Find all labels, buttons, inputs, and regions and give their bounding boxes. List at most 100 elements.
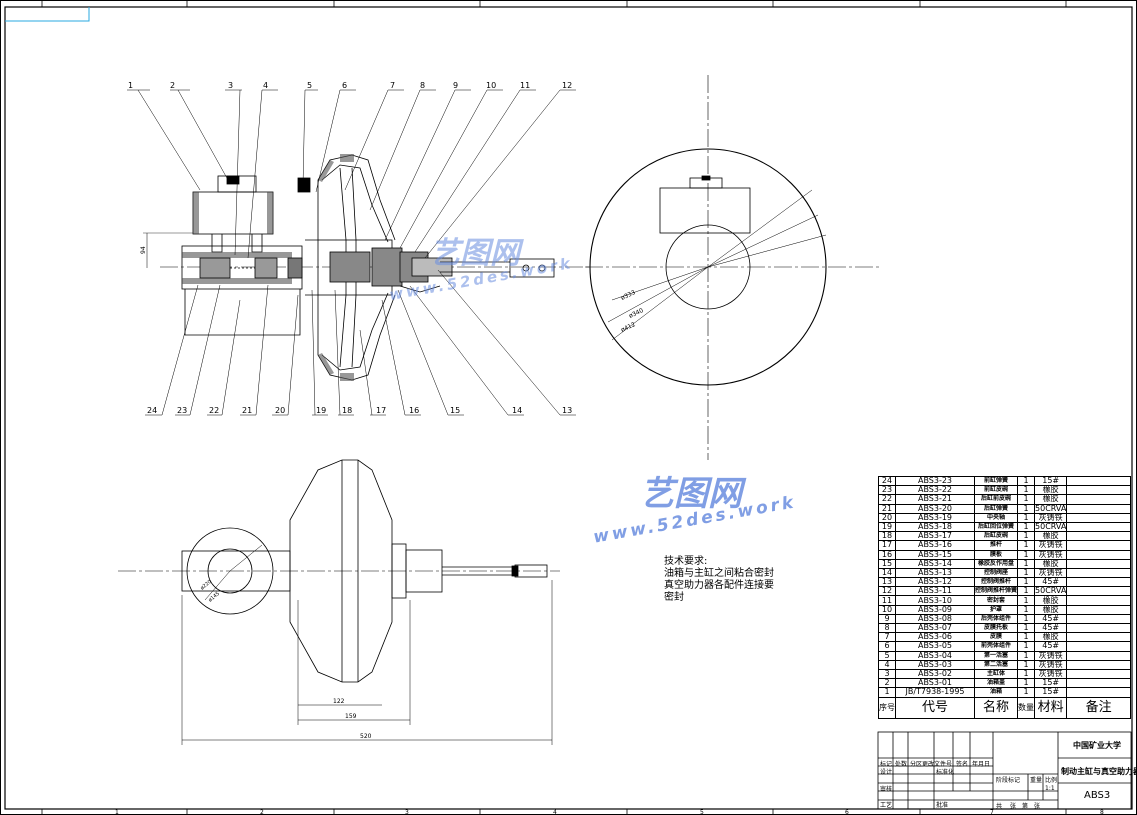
bom-cell — [1066, 586, 1131, 597]
bom-cell — [1066, 632, 1131, 643]
zone-numbers: 1 2 3 4 5 6 7 8 — [115, 809, 1104, 815]
bom-cell: 1 — [1017, 595, 1036, 606]
bom-cell — [1066, 558, 1131, 569]
balloon-label: 11 — [520, 81, 530, 90]
tb-label: 设计 — [880, 769, 893, 776]
bom-cell: 1 — [1017, 521, 1036, 533]
bom-cell: ABS3-06 — [895, 632, 975, 643]
bom-cell: 6 — [878, 641, 896, 652]
tb-label: 更改文件号 — [922, 761, 953, 768]
drawing-frame — [4, 6, 1133, 810]
dim-d3: ø412 — [620, 321, 637, 334]
bom-cell: 灰铸铁 — [1034, 650, 1068, 661]
bom-cell: 后缸回位弹簧 — [973, 521, 1019, 533]
bom-cell: 橡胶 — [1034, 485, 1068, 496]
bom-cell: 1 — [1017, 549, 1036, 560]
bom-cell — [1066, 678, 1131, 689]
bom-cell: 控制阀推杆 — [973, 577, 1019, 588]
bom-cell: 控制阀座 — [973, 567, 1019, 579]
bom-cell — [1066, 531, 1131, 542]
bom-cell: 15 — [878, 558, 896, 569]
bom-cell — [1066, 595, 1131, 606]
bom-cell: 16 — [878, 549, 896, 560]
balloon-label: 1 — [128, 81, 133, 90]
tb-label: 重量 — [1030, 777, 1043, 784]
balloon-label: 6 — [342, 81, 347, 90]
tb-label: 年月日 — [972, 761, 991, 768]
bom-cell: 1 — [878, 687, 896, 698]
bom-cell: 15# — [1034, 687, 1068, 698]
bom-cell: 第一活塞 — [973, 650, 1019, 661]
balloon-label: 13 — [562, 406, 572, 415]
bom-cell: 24 — [878, 475, 896, 487]
bom-cell: 18 — [878, 531, 896, 542]
bom-cell: 1 — [1017, 475, 1036, 487]
zone-number: 6 — [845, 809, 849, 815]
bom-cell: 50CRVA — [1034, 521, 1068, 533]
watermark-cn-top: 艺图网 — [430, 236, 520, 271]
balloon-label: 14 — [512, 406, 522, 415]
tech-line: 真空助力器各配件连接要 — [664, 580, 774, 591]
dim-len2: 159 — [345, 713, 357, 720]
bom-header-material: 材料 — [1034, 696, 1068, 719]
balloons-top: 1 2 3 4 5 6 7 8 9 10 11 12 — [128, 81, 572, 90]
tech-line: 油箱与主缸之间粘合密封 — [664, 568, 774, 579]
bom-cell: 灰铸铁 — [1034, 659, 1068, 670]
drawing-number: ABS3 — [1084, 790, 1111, 801]
bom-cell: ABS3-10 — [895, 595, 975, 606]
bom-cell: ABS3-23 — [895, 475, 975, 487]
balloon-label: 21 — [242, 406, 252, 415]
bom-cell: 5 — [878, 650, 896, 661]
bom-cell: ABS3-17 — [895, 531, 975, 542]
bom-cell: 9 — [878, 613, 896, 625]
bom-cell: ABS3-09 — [895, 604, 975, 615]
zone-number: 3 — [405, 809, 409, 815]
bom-cell: ABS3-13 — [895, 567, 975, 579]
bom-cell: 1 — [1017, 659, 1036, 670]
bom-cell: 1 — [1017, 678, 1036, 689]
bom-cell — [1066, 687, 1131, 698]
bom-header-code: 代号 — [895, 696, 975, 719]
tb-label: 张 — [1010, 803, 1017, 810]
bom-cell: 灰铸铁 — [1034, 668, 1068, 680]
bom-header-name: 名称 — [973, 696, 1019, 719]
bom-cell: 14 — [878, 567, 896, 579]
bom-cell: 前缸弹簧 — [973, 475, 1019, 487]
bom-cell: 23 — [878, 485, 896, 496]
bom-cell: ABS3-20 — [895, 503, 975, 514]
bom-cell: 15# — [1034, 678, 1068, 689]
bom-cell — [1066, 577, 1131, 588]
university-name: 中国矿业大学 — [1073, 741, 1121, 750]
side-view — [585, 75, 880, 460]
bom-cell: 后缸前皮碗 — [973, 494, 1019, 505]
section-view — [143, 154, 590, 381]
tb-label: 处数 — [895, 761, 908, 768]
bom-cell — [1066, 567, 1131, 579]
bom-cell: 中央轴 — [973, 512, 1019, 523]
bom-cell: ABS3-21 — [895, 494, 975, 505]
bom-cell — [1066, 521, 1131, 533]
tb-label: 阶段标记 — [996, 777, 1021, 784]
bom-header-remark: 备注 — [1066, 696, 1131, 719]
bom-cell: 13 — [878, 577, 896, 588]
zone-ticks — [41, 0, 1067, 815]
bom-cell: 1 — [1017, 641, 1036, 652]
tb-label: 标准化 — [936, 769, 955, 776]
bom-cell: 护罩 — [973, 604, 1019, 615]
bom-cell: 10 — [878, 604, 896, 615]
balloon-label: 4 — [263, 81, 268, 90]
bom-cell: 1 — [1017, 494, 1036, 505]
bom-cell: 20 — [878, 512, 896, 523]
bom-cell — [1066, 641, 1131, 652]
bom-cell: 11 — [878, 595, 896, 606]
bom-cell: 橡胶 — [1034, 604, 1068, 615]
bom-cell — [1066, 540, 1131, 551]
